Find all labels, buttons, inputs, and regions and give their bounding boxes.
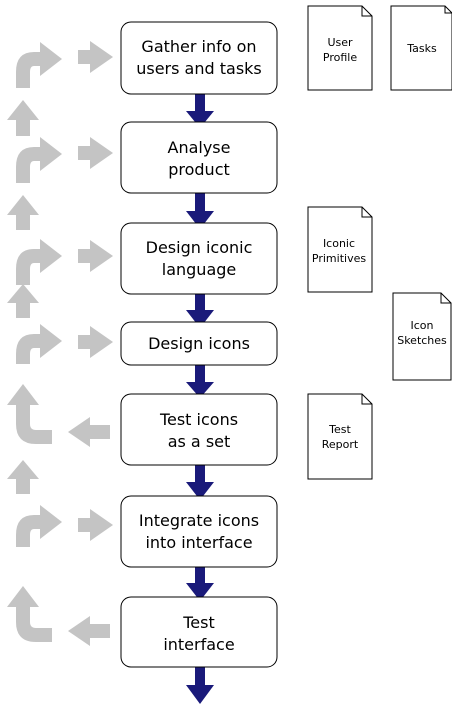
- step-label: Analyse: [168, 138, 231, 157]
- step-label: Design icons: [148, 334, 250, 353]
- document-label: Sketches: [397, 334, 447, 347]
- down-flow-arrow: [186, 565, 214, 601]
- left-feedback-arrow: [68, 616, 110, 646]
- step-label: into interface: [145, 533, 252, 552]
- step-label: interface: [163, 635, 234, 654]
- step-label: as a set: [168, 432, 231, 451]
- step-label: Integrate icons: [139, 511, 259, 530]
- up-feedback-arrow: [7, 284, 39, 318]
- document-label: User: [327, 36, 353, 49]
- process-step: Design iconic language: [120, 222, 278, 295]
- document-label: Iconic: [323, 237, 355, 250]
- process-step: Design icons: [120, 321, 278, 366]
- document-icon: Icon Sketches: [392, 292, 452, 381]
- feedback-arrows: [7, 41, 113, 646]
- down-flow-arrow: [186, 464, 214, 500]
- process-step: Test interface: [120, 596, 278, 668]
- document-label: Profile: [323, 51, 357, 64]
- down-flow-arrow: [186, 293, 214, 328]
- step-label: language: [162, 260, 237, 279]
- document-label: Test: [328, 423, 351, 436]
- document-icon: Test Report: [307, 393, 373, 480]
- process-step: Analyse product: [120, 121, 278, 194]
- step-label: Test: [182, 613, 215, 632]
- down-flow-arrow: [186, 364, 214, 398]
- hook-up-feedback-arrow: [7, 586, 52, 642]
- document-label: Icon: [411, 319, 434, 332]
- down-flow-arrow: [186, 192, 214, 229]
- step-label: Test icons: [159, 410, 238, 429]
- down-flow-arrow: [186, 92, 214, 128]
- document-label: Report: [322, 438, 359, 451]
- curved-feedback-arrow: [16, 137, 62, 183]
- curved-feedback-arrow: [16, 324, 62, 364]
- step-label: Gather info on: [141, 37, 256, 56]
- step-label: users and tasks: [136, 59, 262, 78]
- process-step: Test icons as a set: [120, 393, 278, 466]
- process-step: Gather info on users and tasks: [120, 21, 278, 95]
- process-steps: Gather info on users and tasks Analyse p…: [120, 21, 278, 668]
- flow-arrows: [186, 92, 214, 704]
- step-label: product: [168, 160, 230, 179]
- hook-up-feedback-arrow: [7, 384, 52, 444]
- document-icon: Tasks: [390, 5, 452, 91]
- right-feedback-arrow: [78, 509, 113, 541]
- right-feedback-arrow: [78, 41, 113, 73]
- curved-feedback-arrow: [16, 505, 62, 547]
- curved-feedback-arrow: [16, 42, 62, 88]
- up-feedback-arrow: [7, 100, 39, 136]
- document-icon: User Profile: [307, 5, 373, 91]
- documents: User Profile Tasks Iconic Primitives Ico…: [307, 5, 452, 480]
- up-feedback-arrow: [7, 460, 39, 494]
- right-feedback-arrow: [78, 137, 113, 169]
- down-flow-arrow: [186, 666, 214, 704]
- step-label: Design iconic: [146, 238, 253, 257]
- right-feedback-arrow: [78, 326, 113, 358]
- up-feedback-arrow: [7, 195, 39, 230]
- document-label: Primitives: [312, 252, 366, 265]
- document-icon: Iconic Primitives: [307, 206, 373, 293]
- right-feedback-arrow: [78, 240, 113, 272]
- process-step: Integrate icons into interface: [120, 495, 278, 568]
- document-label: Tasks: [406, 42, 437, 55]
- left-feedback-arrow: [68, 417, 110, 447]
- curved-feedback-arrow: [16, 239, 62, 285]
